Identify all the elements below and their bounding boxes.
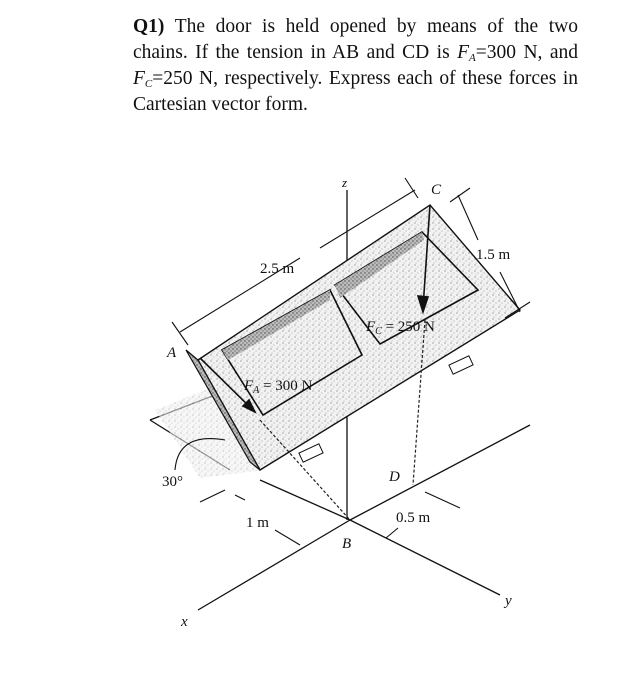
hinge-left: [298, 443, 324, 463]
force-c-arrowhead: [416, 295, 430, 315]
angle-arc: [174, 438, 226, 471]
window-right-shade: [335, 232, 424, 298]
force-c-arrow: [422, 204, 431, 309]
x-axis-label: x: [180, 614, 188, 630]
window-left-shade: [222, 290, 330, 360]
door-edge: [185, 349, 261, 471]
chains: [259, 319, 426, 521]
fa-subscript: A: [469, 52, 476, 64]
angle-label: 30°: [162, 474, 183, 490]
z-axis-label: z: [341, 175, 347, 190]
point-b-label: B: [342, 536, 351, 552]
point-c-label: C: [431, 182, 442, 198]
y-axis-label: y: [503, 593, 512, 609]
question-text-2: =250 N, respectively. Express each of th…: [133, 68, 578, 115]
point-a-label: A: [166, 345, 177, 361]
dim-0-5m-label: 0.5 m: [396, 510, 431, 526]
y-axis-line: [349, 519, 501, 596]
x-axis-line: [197, 519, 351, 611]
chain-cd: [412, 319, 426, 486]
dim-1-5m-label: 1.5 m: [476, 247, 511, 263]
fc-subscript: C: [144, 78, 153, 90]
question-text-1: The door is held opened by means of the …: [133, 16, 578, 63]
dim-1-5m: [457, 194, 479, 241]
fa-value: =300 N, and: [475, 42, 578, 63]
dim-2-5m: [179, 257, 301, 333]
point-d-label: D: [388, 469, 400, 485]
fa-symbol: F: [457, 42, 470, 63]
problem-statement: Q1) The door is held opened by means of …: [133, 14, 578, 118]
dim-2-5m-label: 2.5 m: [260, 261, 295, 277]
force-c-label: FC = 250 N: [365, 319, 435, 337]
dim-1m-label: 1 m: [246, 515, 269, 531]
fc-symbol: F: [133, 68, 145, 89]
door-panel: [185, 204, 522, 471]
hinge-right: [448, 355, 474, 375]
chain-ab: [259, 419, 351, 521]
force-a-label: FA = 300 N: [243, 378, 312, 396]
dim-0-5m: [385, 527, 399, 539]
dimension-lines: [171, 177, 531, 546]
force-arrows: [199, 204, 431, 414]
ground-line-back: [349, 424, 531, 521]
question-number: Q1): [133, 16, 165, 37]
dim-1m: [199, 489, 226, 503]
force-a-arrowhead: [241, 398, 257, 414]
ground-line-door: [259, 479, 351, 521]
figure-labels: z x y A B C D 2.5 m 1.5 m 1 m 0.5 m 30° …: [162, 175, 512, 630]
